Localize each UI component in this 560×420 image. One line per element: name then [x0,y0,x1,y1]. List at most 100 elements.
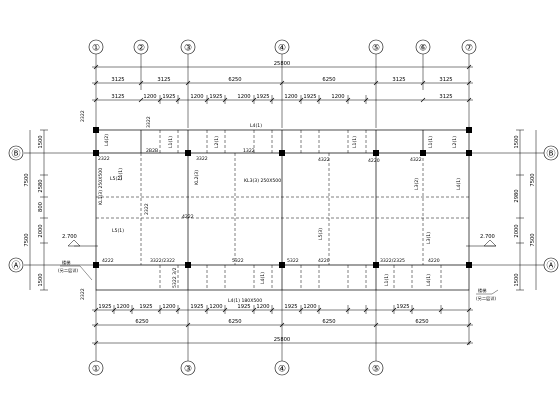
column [373,262,379,268]
beam-label: 3322/2322 [150,258,175,264]
beam-label: L4(1) [260,272,266,284]
stair-note-left-sub: (另二层详) [58,267,78,274]
column [373,150,379,156]
beam-label: L2(1) [214,136,220,148]
dim-top-r2-2: 1200 [143,94,156,100]
dim-top-r2-5: 1925 [209,94,222,100]
top-dimension-text: 25800 3125 3125 6250 6250 3125 3125 3125… [111,61,452,100]
dim-bot-r2-2: 6250 [228,319,241,325]
dim-top-r2-4: 1200 [190,94,203,100]
beam-label: L3(1) [426,232,432,244]
dim-right-inner-2: 2980 [514,189,520,202]
dim-top-r2-10: 1200 [331,94,344,100]
axis-label-a-right: Ⓐ [546,261,555,272]
elevation-markers [67,239,497,247]
column [185,262,191,268]
column [466,262,472,268]
stair-notes: 楼梯 (另二层详) 楼梯 (另二层详) [58,259,496,302]
axis-label-3-bottom: ③ [184,365,192,375]
dim-left-inner-2: 2580 [38,179,44,192]
dim-bot-total: 25800 [274,337,291,343]
beam-label: 2B2B [146,148,158,154]
beam-label: 4220 [318,258,330,264]
axis-label-3: ③ [184,44,192,54]
elevation-text: 2.700 2.700 [62,234,495,240]
top-dimension-ticks [93,64,472,103]
stair-leaders [60,265,499,295]
axis-label-2: ② [137,44,145,54]
beam-label: 5322 3/2 [172,267,178,288]
beam-label: 4222 [102,258,114,264]
beam-label: L4(1) [250,123,262,129]
dim-top-r1-4: 6250 [322,77,335,83]
axis-label-4-bottom: ④ [278,365,286,375]
axis-label-7: ⑦ [465,44,473,54]
beam-label: KL1(3) 250X500 [98,168,104,205]
beam-label: 4220 [428,258,440,264]
column [279,150,285,156]
dim-top-r2-7: 1925 [256,94,269,100]
column [93,262,99,268]
beam-label: 2322 [98,156,110,162]
bottom-dimension-lines [92,290,473,361]
bottom-dimension-text: 1925 1200 1925 1200 1925 1200 1925 1200 … [98,304,428,343]
beam-label: 4322 [318,157,330,163]
dim-left-outer-1: 7500 [24,173,30,186]
beam-label: L1(1) [352,136,358,148]
elevation-right: 2.700 [480,234,495,240]
dim-right-outer-1: 7500 [530,173,536,186]
beam-label: L1(1) [168,136,174,148]
beam-label: L3(2) [414,178,420,190]
top-dimension-lines [92,54,473,128]
dim-top-r2-9: 1925 [303,94,316,100]
left-dimension-lines [24,129,98,291]
beam-label: L4(2) [104,134,110,146]
beam-label: L4(1) 180X500 [228,298,262,304]
dim-bot-r1-5: 1925 [190,304,203,310]
dim-bot-r1-1: 1925 [98,304,111,310]
dim-bot-r1-9: 1925 [284,304,297,310]
column [466,150,472,156]
beam-label: L1(1) [384,274,390,286]
axis-labels-bottom: ① ③ ④ ⑤ [92,365,380,375]
beam-label: 3322 [196,156,208,162]
left-dimension-text: 7500 7500 1500 2580 800 2000 1500 [24,135,44,286]
beam-label: 4222 [182,214,194,220]
beam-label: L4(1) [426,274,432,286]
dim-left-inner-4: 2000 [38,224,44,237]
dim-left-inner-1: 1500 [38,135,44,148]
dim-bot-r1-6: 1200 [209,304,222,310]
dim-bot-r1-3: 1925 [139,304,152,310]
column [466,127,472,133]
stair-note-right: 楼梯 [478,287,486,294]
secondary-beams-dashed [96,130,469,290]
beam-label: L1(1) [428,136,434,148]
beam-label: 2322 [80,110,86,122]
beam-label: L1(1) [118,168,124,180]
dim-bot-r2-4: 6250 [415,319,428,325]
beam-label: KL2(3) [194,170,200,185]
column [420,150,426,156]
dim-bot-r1-4: 1200 [162,304,175,310]
stair-note-left: 楼梯 [62,259,70,266]
axis-label-5: ⑤ [372,44,380,54]
axis-label-b-right: Ⓑ [546,149,555,160]
dim-top-r1-2: 3125 [157,77,170,83]
axis-label-4: ④ [278,44,286,54]
beam-label: 5322 [232,258,244,264]
beam-label: L5(2) [110,176,122,182]
dim-top-total: 25800 [274,61,291,67]
dim-bot-r2-3: 6250 [322,319,335,325]
stair-note-right-sub: (另二层详) [476,295,496,302]
dim-top-r2-11: 3125 [439,94,452,100]
dim-right-inner-3: 2000 [514,224,520,237]
beam-label: 3322/2325 [380,258,405,264]
axis-label-1: ① [92,44,100,54]
dim-right-outer-2: 7500 [530,233,536,246]
beam-label: KL3(3) 250X500 [244,178,281,184]
dim-left-inner-3: 800 [38,202,44,212]
beam-label: 4220 [368,158,380,164]
axis-label-5-bottom: ⑤ [372,365,380,375]
column [93,150,99,156]
column [185,150,191,156]
